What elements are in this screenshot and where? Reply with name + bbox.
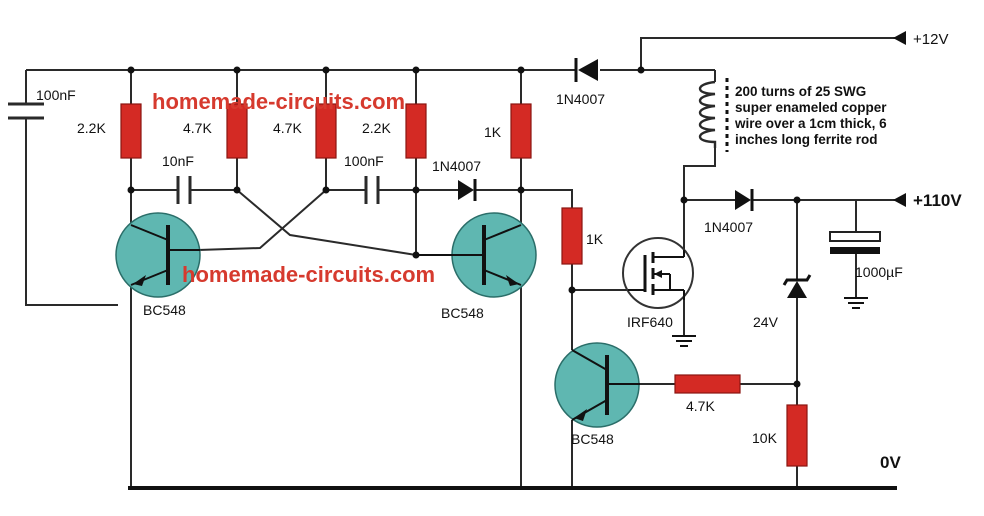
coil-note-line: wire over a 1cm thick, 6 [734, 116, 887, 131]
coil-note-line: inches long ferrite rod [735, 132, 878, 147]
capacitor-c1 [8, 102, 44, 120]
label-mosfet: IRF640 [627, 314, 673, 330]
label-cout: 1000µF [855, 264, 903, 280]
label-d2: 1N4007 [432, 158, 481, 174]
label-0v: 0V [880, 453, 901, 472]
label-q2: BC548 [441, 305, 484, 321]
zener-diode [782, 274, 812, 298]
label-r2: 4.7K [183, 120, 212, 136]
capacitor-c2 [176, 176, 192, 204]
coil-note: 200 turns of 25 SWG super enameled coppe… [734, 84, 887, 147]
resistors [120, 103, 808, 467]
diodes [458, 58, 812, 298]
resistor-r6 [561, 207, 583, 265]
label-q1: BC548 [143, 302, 186, 318]
label-110v: +110V [913, 191, 962, 210]
label-c3: 100nF [344, 153, 384, 169]
label-r4: 2.2K [362, 120, 391, 136]
transistor-q2 [416, 212, 537, 298]
label-r5: 1K [484, 124, 502, 140]
arrow-left-icon [893, 193, 906, 207]
coil-note-line: 200 turns of 25 SWG [735, 84, 866, 99]
diode-d3 [735, 189, 754, 211]
resistor-r1 [120, 103, 142, 159]
coil [698, 78, 729, 152]
label-c1: 100nF [36, 87, 76, 103]
label-c2: 10nF [162, 153, 194, 169]
ground-symbols [672, 297, 868, 347]
resistor-r4 [405, 103, 427, 159]
label-d1: 1N4007 [556, 91, 605, 107]
watermark-top: homemade-circuits.com [152, 89, 405, 114]
transistor-q3 [554, 342, 640, 428]
label-r3: 4.7K [273, 120, 302, 136]
label-q3: BC548 [571, 431, 614, 447]
junctions [127, 66, 801, 388]
arrow-left-icon [893, 31, 906, 45]
label-r8: 10K [752, 430, 778, 446]
component-labels: 100nF 2.2K 4.7K 4.7K 2.2K 1K 10nF 100nF … [36, 87, 903, 447]
ground-icon [844, 297, 868, 309]
label-r7: 4.7K [686, 398, 715, 414]
label-zener: 24V [753, 314, 779, 330]
ground-icon [672, 335, 696, 347]
label-r1: 2.2K [77, 120, 106, 136]
label-12v: +12V [913, 31, 948, 48]
resistor-r7 [674, 374, 741, 394]
capacitor-c3 [364, 176, 380, 204]
diode-d2 [458, 179, 477, 201]
label-r6: 1K [586, 231, 604, 247]
transistor-q1 [115, 212, 201, 298]
resistor-r3 [315, 103, 337, 159]
capacitors [8, 102, 881, 254]
diode-d1 [574, 58, 598, 82]
resistor-r2 [226, 103, 248, 159]
resistor-r5 [510, 103, 532, 159]
arrow-icons [893, 31, 906, 207]
label-d3: 1N4007 [704, 219, 753, 235]
capacitor-cout [829, 231, 881, 254]
rail-labels: +12V +110V 0V [880, 31, 962, 472]
coil-note-line: super enameled copper [735, 100, 887, 115]
wires [25, 37, 897, 490]
watermark-mid: homemade-circuits.com [182, 262, 435, 287]
resistor-r8 [786, 404, 808, 467]
mosfet-irf640 [622, 237, 694, 309]
